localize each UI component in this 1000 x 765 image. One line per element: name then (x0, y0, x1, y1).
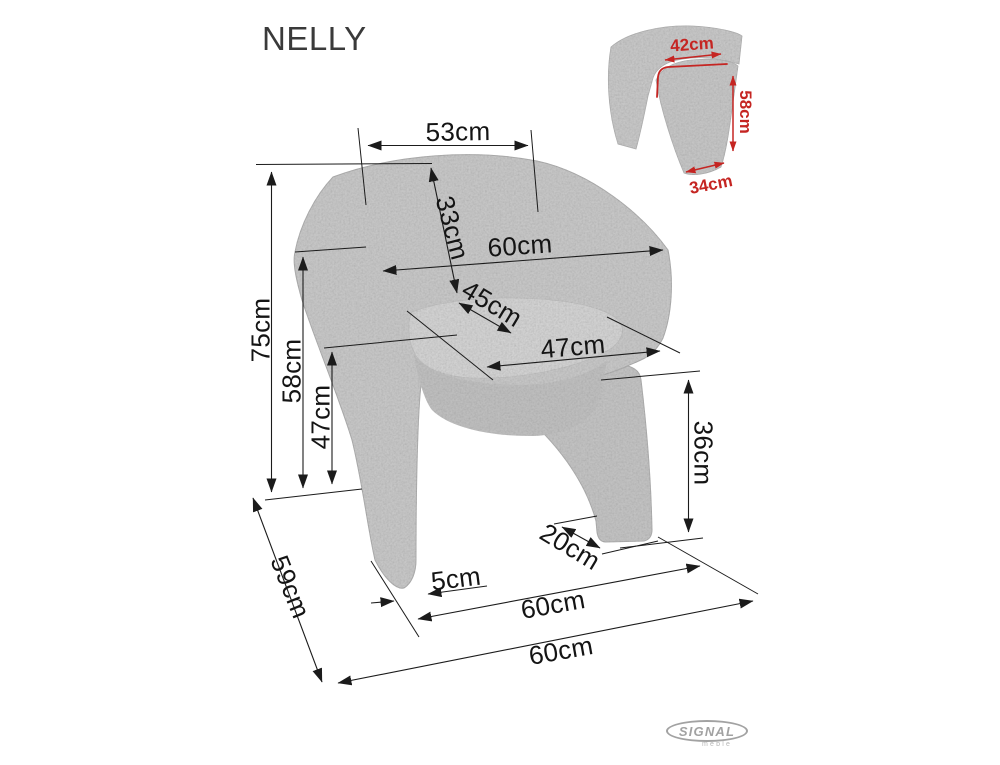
dim-line-47cm-seat (486, 347, 661, 371)
ext-line (255, 163, 433, 165)
dim-label-58cm: 58cm (276, 338, 307, 404)
ext-line (357, 127, 367, 206)
product-title: NELLY (262, 20, 367, 57)
dim-label-60cm-upper: 60cm (486, 228, 554, 263)
ext-line (530, 129, 539, 213)
ext-line (606, 316, 681, 354)
ext-line (294, 246, 367, 253)
red-seat-outline (656, 63, 728, 98)
dim-label-36cm: 36cm (688, 420, 719, 486)
side-front-panel (655, 58, 739, 175)
dim-line-45cm (458, 302, 512, 334)
dim-label-75cm: 75cm (245, 297, 276, 363)
dim-label-47cm-height: 47cm (305, 384, 336, 450)
ext-line (553, 515, 598, 525)
signal-logo-text: SIGNAL (678, 723, 736, 739)
dim-label-47cm-seat: 47cm (539, 328, 607, 365)
dim-line-34cm (685, 161, 725, 174)
dim-line-60cm-bottom (337, 598, 754, 686)
dim-line-59cm (252, 497, 323, 683)
chair-seat-skirt (414, 355, 607, 436)
ext-line (601, 540, 659, 555)
red-dimension-lines (656, 51, 737, 174)
signal-logo: SIGNAL (666, 720, 748, 742)
dim-label-42cm-red: 42cm (669, 33, 715, 56)
dim-line-42cm (664, 51, 722, 63)
dim-label-5cm: 5cm (429, 560, 483, 597)
ext-line (264, 488, 363, 501)
ext-line (323, 334, 458, 349)
dimension-lines (252, 127, 759, 686)
ext-line (600, 370, 701, 381)
dim-line-5cm-left (370, 597, 395, 608)
ext-line (406, 310, 494, 381)
ext-line (657, 536, 759, 595)
dim-label-53cm: 53cm (425, 115, 491, 148)
dim-line-60cm-upper (382, 246, 664, 275)
dim-line-20cm (561, 526, 601, 549)
dim-label-58cm-red: 58cm (736, 90, 755, 134)
signal-logo-subtitle: meble (702, 741, 733, 748)
